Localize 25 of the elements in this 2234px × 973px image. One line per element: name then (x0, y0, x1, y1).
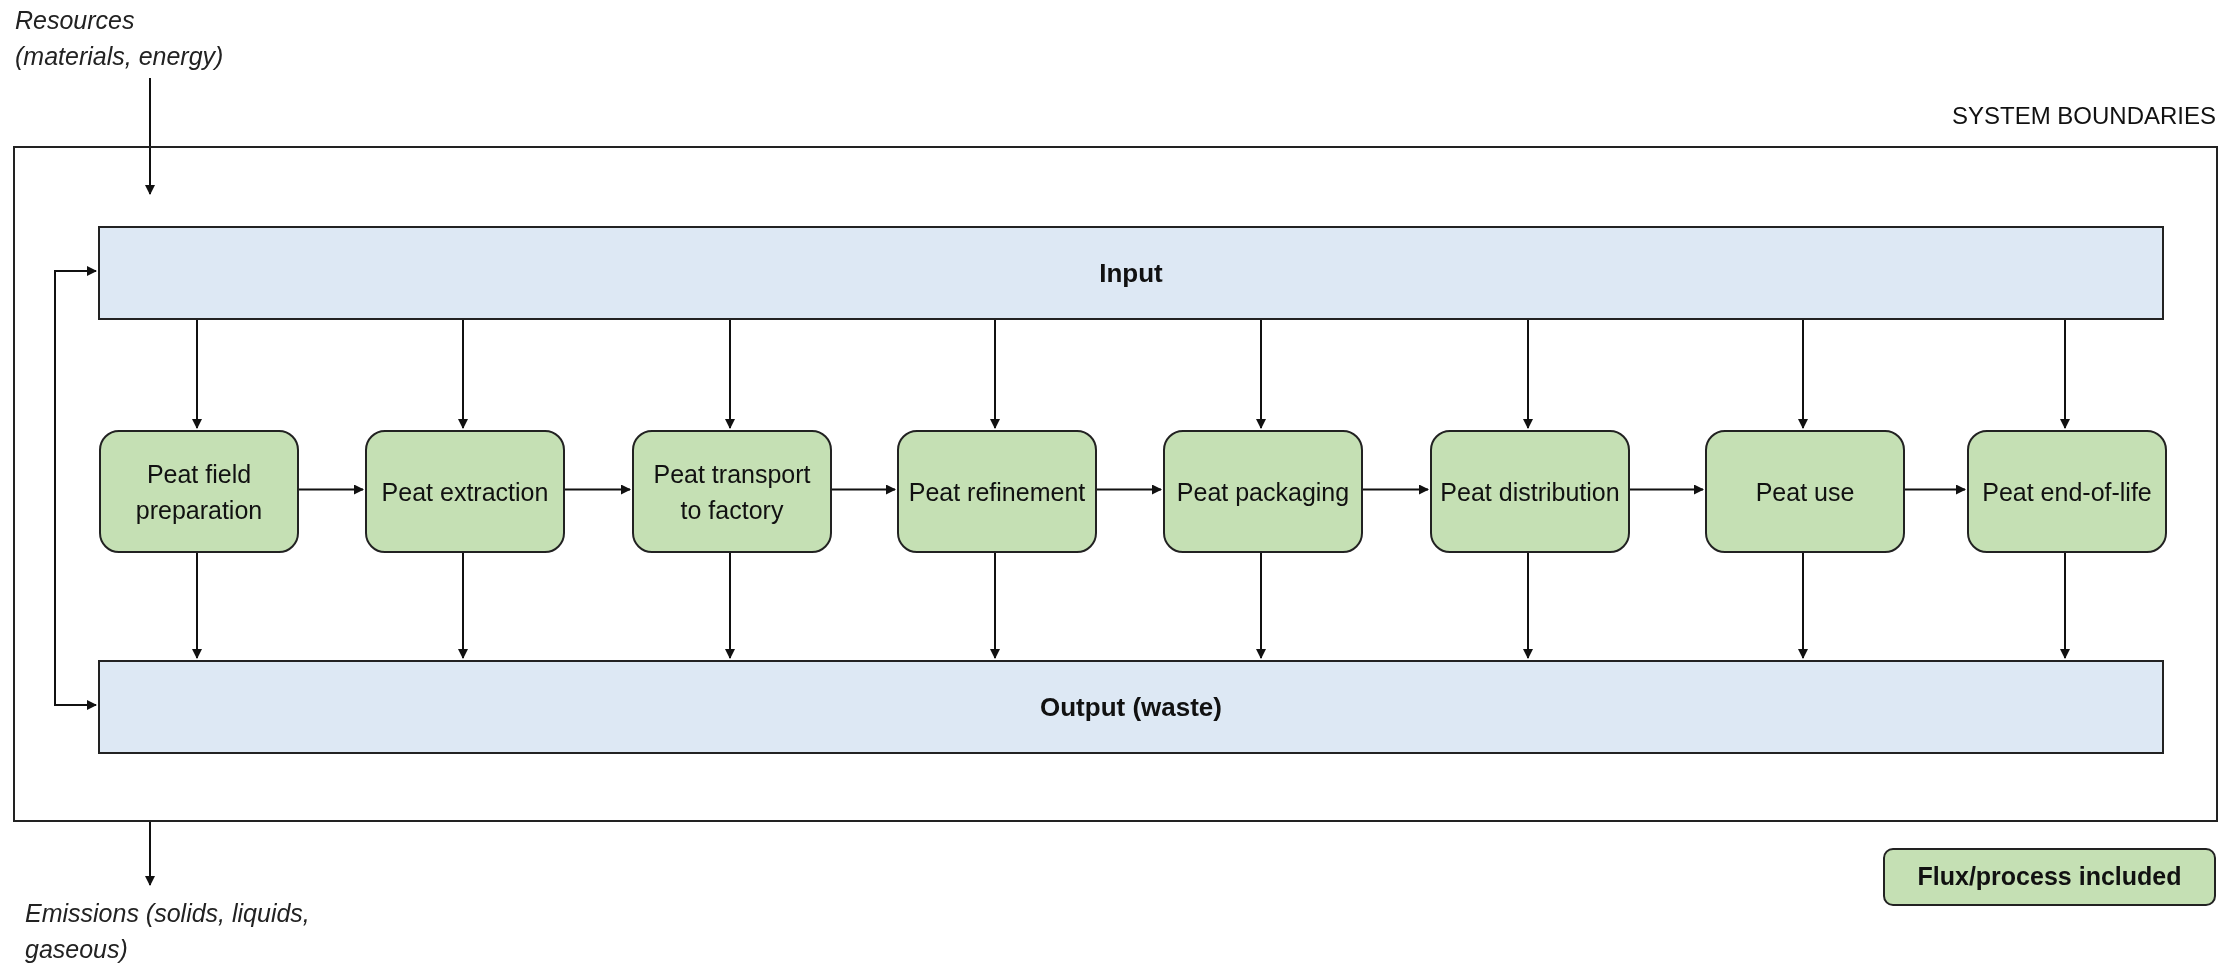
arrow (458, 550, 468, 659)
flow-note: Resources (materials, energy) (15, 2, 243, 78)
arrow (145, 819, 155, 886)
legend-swatch: Flux/process included (1883, 848, 2216, 906)
flow-note: Emissions (solids, liquids, gaseous) (25, 895, 355, 971)
arrow (725, 550, 735, 659)
process-box: Peat field preparation (99, 430, 299, 553)
flow-band: Output (waste) (98, 660, 2164, 754)
arrow (1256, 550, 1266, 659)
process-box: Peat end-of-life (1967, 430, 2167, 553)
process-box: Peat use (1705, 430, 1905, 553)
process-box: Peat extraction (365, 430, 565, 553)
arrow (1523, 550, 1533, 659)
arrow (2060, 550, 2070, 659)
process-box: Peat refinement (897, 430, 1097, 553)
flow-band: Input (98, 226, 2164, 320)
process-box: Peat distribution (1430, 430, 1630, 553)
arrow (54, 266, 97, 710)
boundary-heading: SYSTEM BOUNDARIES (1951, 101, 2216, 131)
process-box: Peat transport to factory (632, 430, 832, 553)
arrow (145, 77, 155, 195)
process-box: Peat packaging (1163, 430, 1363, 553)
arrow (1798, 550, 1808, 659)
arrow (990, 550, 1000, 659)
arrow (192, 550, 202, 659)
